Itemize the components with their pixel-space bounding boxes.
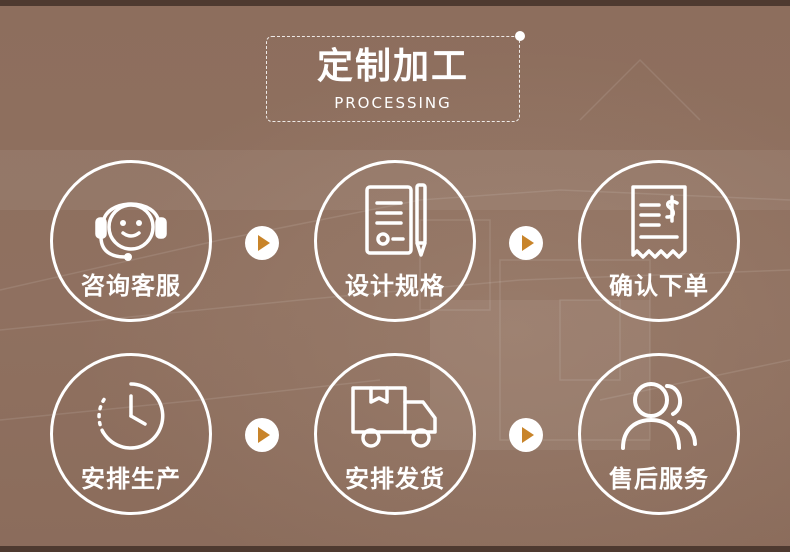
delivery-truck-icon <box>317 374 473 460</box>
page-title: 定制加工 <box>316 46 469 87</box>
step-label: 安排生产 <box>81 465 181 493</box>
step-design-spec: 设计规格 <box>314 160 476 322</box>
top-border <box>0 0 790 6</box>
receipt-order-icon <box>581 181 737 267</box>
step-label: 咨询客服 <box>81 272 181 300</box>
step-label: 安排发货 <box>345 465 445 493</box>
step-production: 安排生产 <box>50 353 212 515</box>
bottom-border <box>0 546 790 552</box>
step-label: 售后服务 <box>609 465 709 493</box>
users-icon <box>581 374 737 460</box>
step-label: 设计规格 <box>345 272 445 300</box>
page-subtitle: PROCESSING <box>334 94 452 112</box>
arrow-right-icon <box>245 418 279 452</box>
design-document-pen-icon <box>317 181 473 267</box>
customer-service-headset-icon <box>53 181 209 267</box>
title-dot <box>515 31 525 41</box>
step-confirm-order: 确认下单 <box>578 160 740 322</box>
arrow-right-icon <box>245 226 279 260</box>
arrow-right-icon <box>509 226 543 260</box>
step-shipping: 安排发货 <box>314 353 476 515</box>
clock-icon <box>53 374 209 460</box>
arrow-right-icon <box>509 418 543 452</box>
title-box: 定制加工 PROCESSING <box>266 31 525 122</box>
step-label: 确认下单 <box>609 272 709 300</box>
step-customer-service: 咨询客服 <box>50 160 212 322</box>
step-after-sales: 售后服务 <box>578 353 740 515</box>
